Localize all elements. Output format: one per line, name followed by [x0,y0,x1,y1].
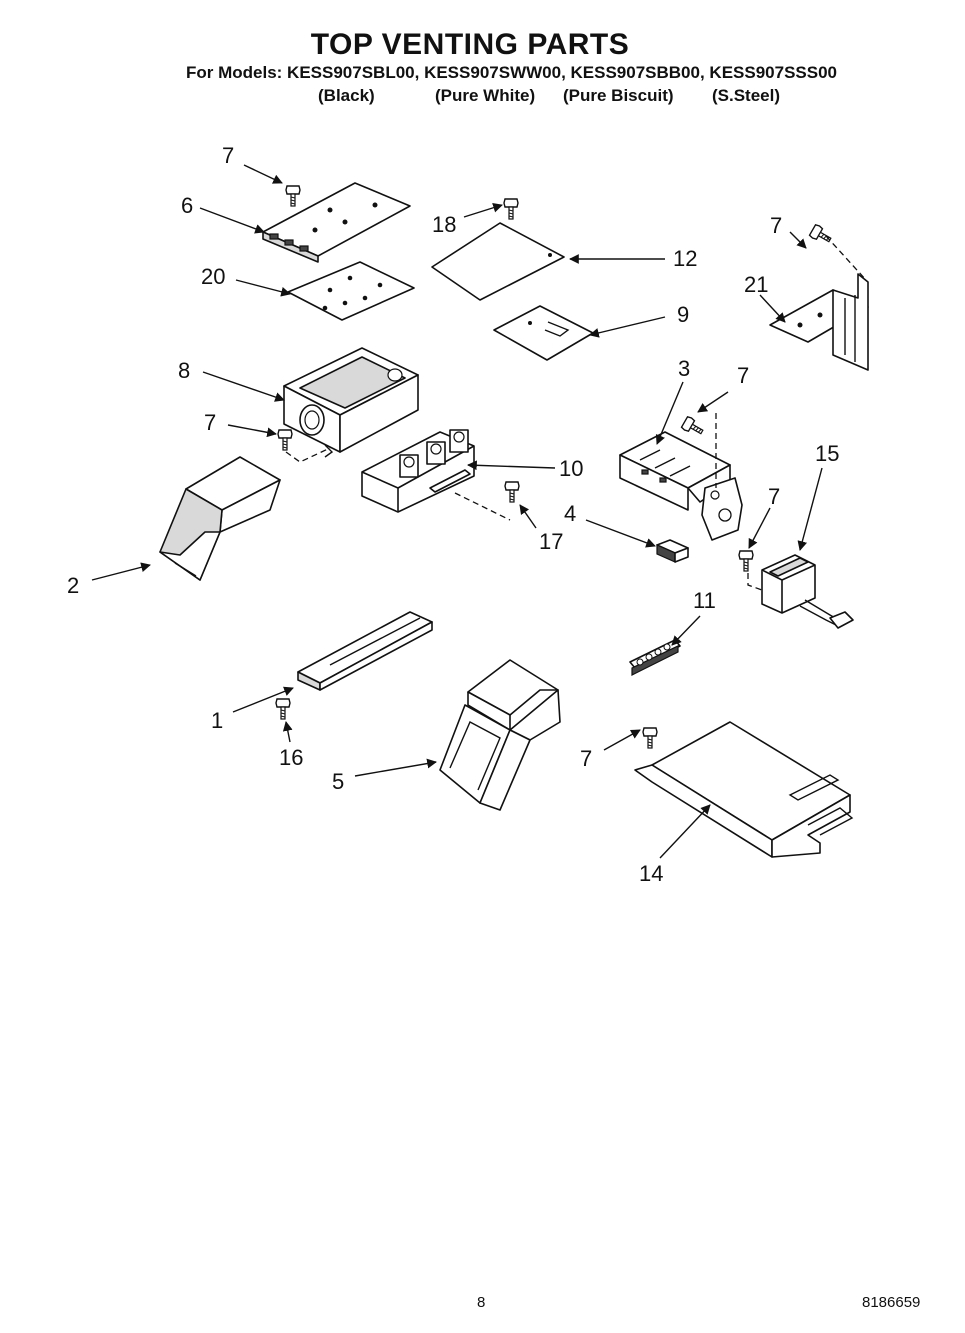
callout-20: 20 [201,264,225,289]
callout-18: 18 [432,212,456,237]
part-6-bracket-plate [262,182,411,263]
color-label-black: (Black) [318,86,375,105]
callout-12: 12 [673,246,697,271]
part-10-terminal-block [361,429,475,513]
part-7-screw-icon [277,429,293,451]
callout-7: 7 [222,143,234,168]
part-18-screw-icon [503,198,519,220]
part-21-l-bracket [769,273,869,371]
callout-7: 7 [580,746,592,771]
color-label-pure-biscuit: (Pure Biscuit) [563,86,674,105]
callout-5: 5 [332,769,344,794]
callout-7: 7 [737,363,749,388]
callout-16: 16 [279,745,303,770]
part-1-channel-bracket [297,611,433,691]
callout-3: 3 [678,356,690,381]
callout-11: 11 [693,588,716,613]
callout-9: 9 [677,302,689,327]
part-4-connector [656,539,689,563]
part-7-screw-icon [808,223,835,247]
callout-15: 15 [815,441,839,466]
part-5-heat-shield [439,659,561,811]
part-8-box-housing [283,347,419,458]
part-15-transformer [761,554,854,629]
part-20-gasket [287,261,415,321]
part-9-plate [493,305,594,361]
part-12-cover-plate [431,222,565,301]
color-label-s-steel: (S.Steel) [712,86,781,105]
callout-17: 17 [539,529,563,554]
part-16-screw-icon [275,698,291,720]
color-label-pure-white: (Pure White) [435,86,536,105]
model-list: For Models: KESS907SBL00, KESS907SWW00, … [186,63,837,82]
callout-labels: 7 6 20 18 12 9 7 21 8 3 7 7 10 15 17 4 7… [67,143,839,886]
callout-7: 7 [768,484,780,509]
callout-1: 1 [211,708,223,733]
part-7-screw-icon [642,727,658,749]
part-2-vent-duct [159,456,281,581]
part-11-terminal-strip [629,639,681,676]
callout-2: 2 [67,573,79,598]
callout-6: 6 [181,193,193,218]
page-title: TOP VENTING PARTS [310,28,630,61]
leader-lines [91,164,823,859]
part-14-base-plate [634,721,854,858]
page-number: 8 [477,1294,486,1311]
callout-8: 8 [178,358,190,383]
callout-4: 4 [564,501,576,526]
callout-14: 14 [639,861,663,886]
part-17-screw-icon [504,481,520,503]
callout-21: 21 [744,272,768,297]
callout-7: 7 [204,410,216,435]
part-7-screw-icon [680,415,707,439]
callout-7: 7 [770,213,782,238]
part-3-control-assembly [619,431,743,541]
document-number: 8186659 [862,1294,921,1311]
part-7-screw-icon [285,185,301,207]
part-7-screw-icon [738,550,754,572]
callout-10: 10 [559,456,583,481]
